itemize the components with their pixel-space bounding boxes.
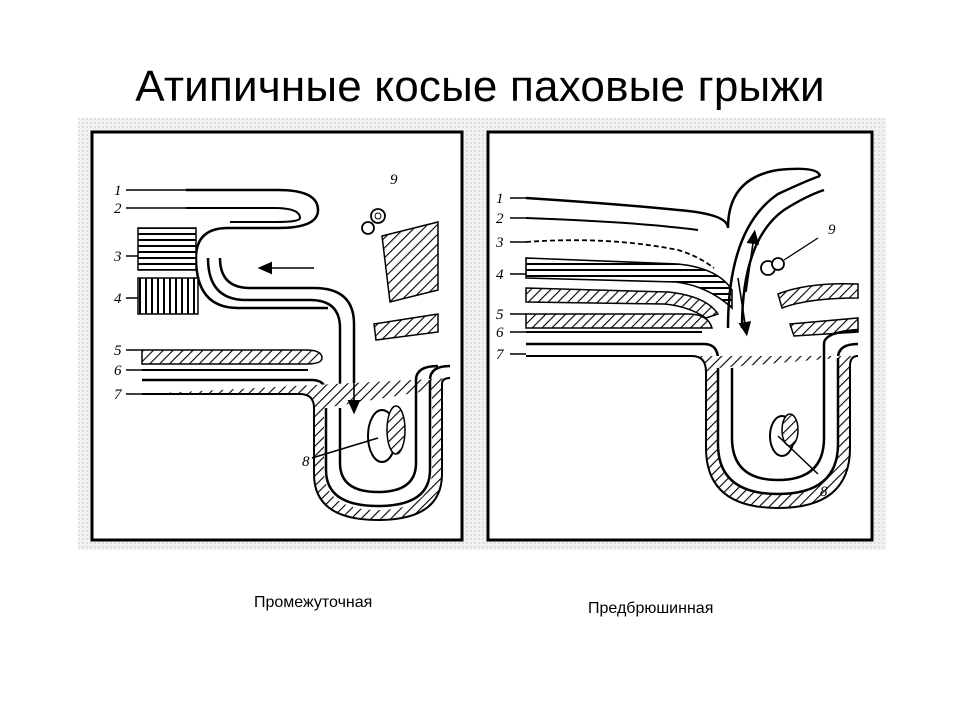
left-label-2: 2	[114, 201, 122, 217]
left-label-3: 3	[113, 249, 122, 265]
right-label-2: 2	[496, 211, 504, 227]
left-layer-3	[137, 227, 197, 271]
right-label-6: 6	[496, 325, 504, 341]
left-label-9: 9	[390, 172, 398, 188]
right-layer-5	[525, 313, 713, 329]
right-figure-caption: Предбрюшинная	[588, 600, 714, 617]
right-layer-4	[525, 257, 733, 310]
left-label-4: 4	[114, 291, 122, 307]
right-diagram-labels: 1 2 3 4 5 6 7 8 9	[495, 191, 836, 500]
right-label-1: 1	[496, 191, 504, 207]
left-label-8: 8	[302, 454, 310, 470]
left-layer-5	[141, 349, 323, 365]
left-figure-caption: Промежуточная	[254, 594, 373, 611]
hernia-diagrams-figure: 1 2 3 4 5 6 7 8 9	[78, 118, 886, 550]
right-diagram: 1 2 3 4 5 6 7 8 9	[486, 130, 874, 542]
right-label-4: 4	[496, 267, 504, 283]
left-hatched-block	[381, 221, 439, 303]
left-label-7: 7	[114, 387, 123, 403]
right-label-7: 7	[496, 347, 505, 363]
right-label-9: 9	[828, 222, 836, 238]
left-label-5: 5	[114, 343, 122, 359]
right-label-3: 3	[495, 235, 504, 251]
left-diagram: 1 2 3 4 5 6 7 8 9	[90, 130, 464, 542]
slide-title: Атипичные косые паховые грыжи	[135, 62, 825, 111]
left-label-1: 1	[114, 183, 122, 199]
right-label-5: 5	[496, 307, 504, 323]
left-layer-4	[137, 277, 199, 315]
left-diagram-labels: 1 2 3 4 5 6 7 8 9	[113, 172, 398, 470]
left-label-6: 6	[114, 363, 122, 379]
right-label-8: 8	[820, 484, 828, 500]
